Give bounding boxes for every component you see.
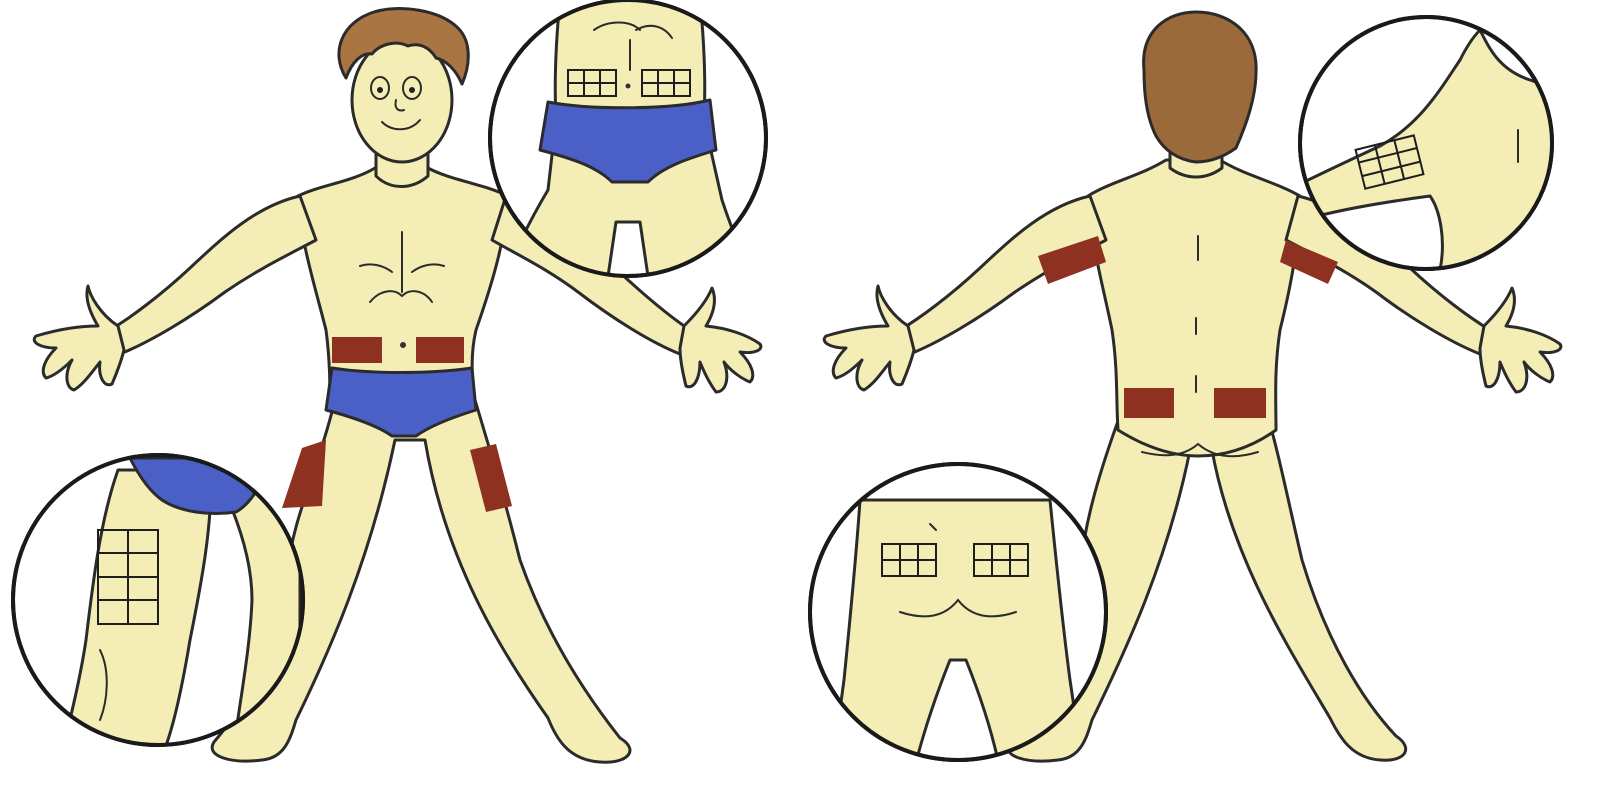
injection-site-buttock-right <box>1214 388 1266 418</box>
injection-site-abdomen-left <box>332 337 382 363</box>
back-torso <box>1088 160 1300 456</box>
back-left-arm <box>900 196 1106 354</box>
back-left-hand <box>824 286 914 390</box>
injection-site-thigh-left <box>282 440 326 508</box>
injection-site-abdomen-right <box>416 337 464 363</box>
front-left-hand <box>34 286 124 390</box>
injection-site-buttock-left <box>1124 388 1174 418</box>
front-right-hand <box>680 288 761 392</box>
back-hair <box>1144 12 1256 162</box>
front-left-arm <box>110 196 316 354</box>
back-right-hand <box>1480 288 1561 392</box>
